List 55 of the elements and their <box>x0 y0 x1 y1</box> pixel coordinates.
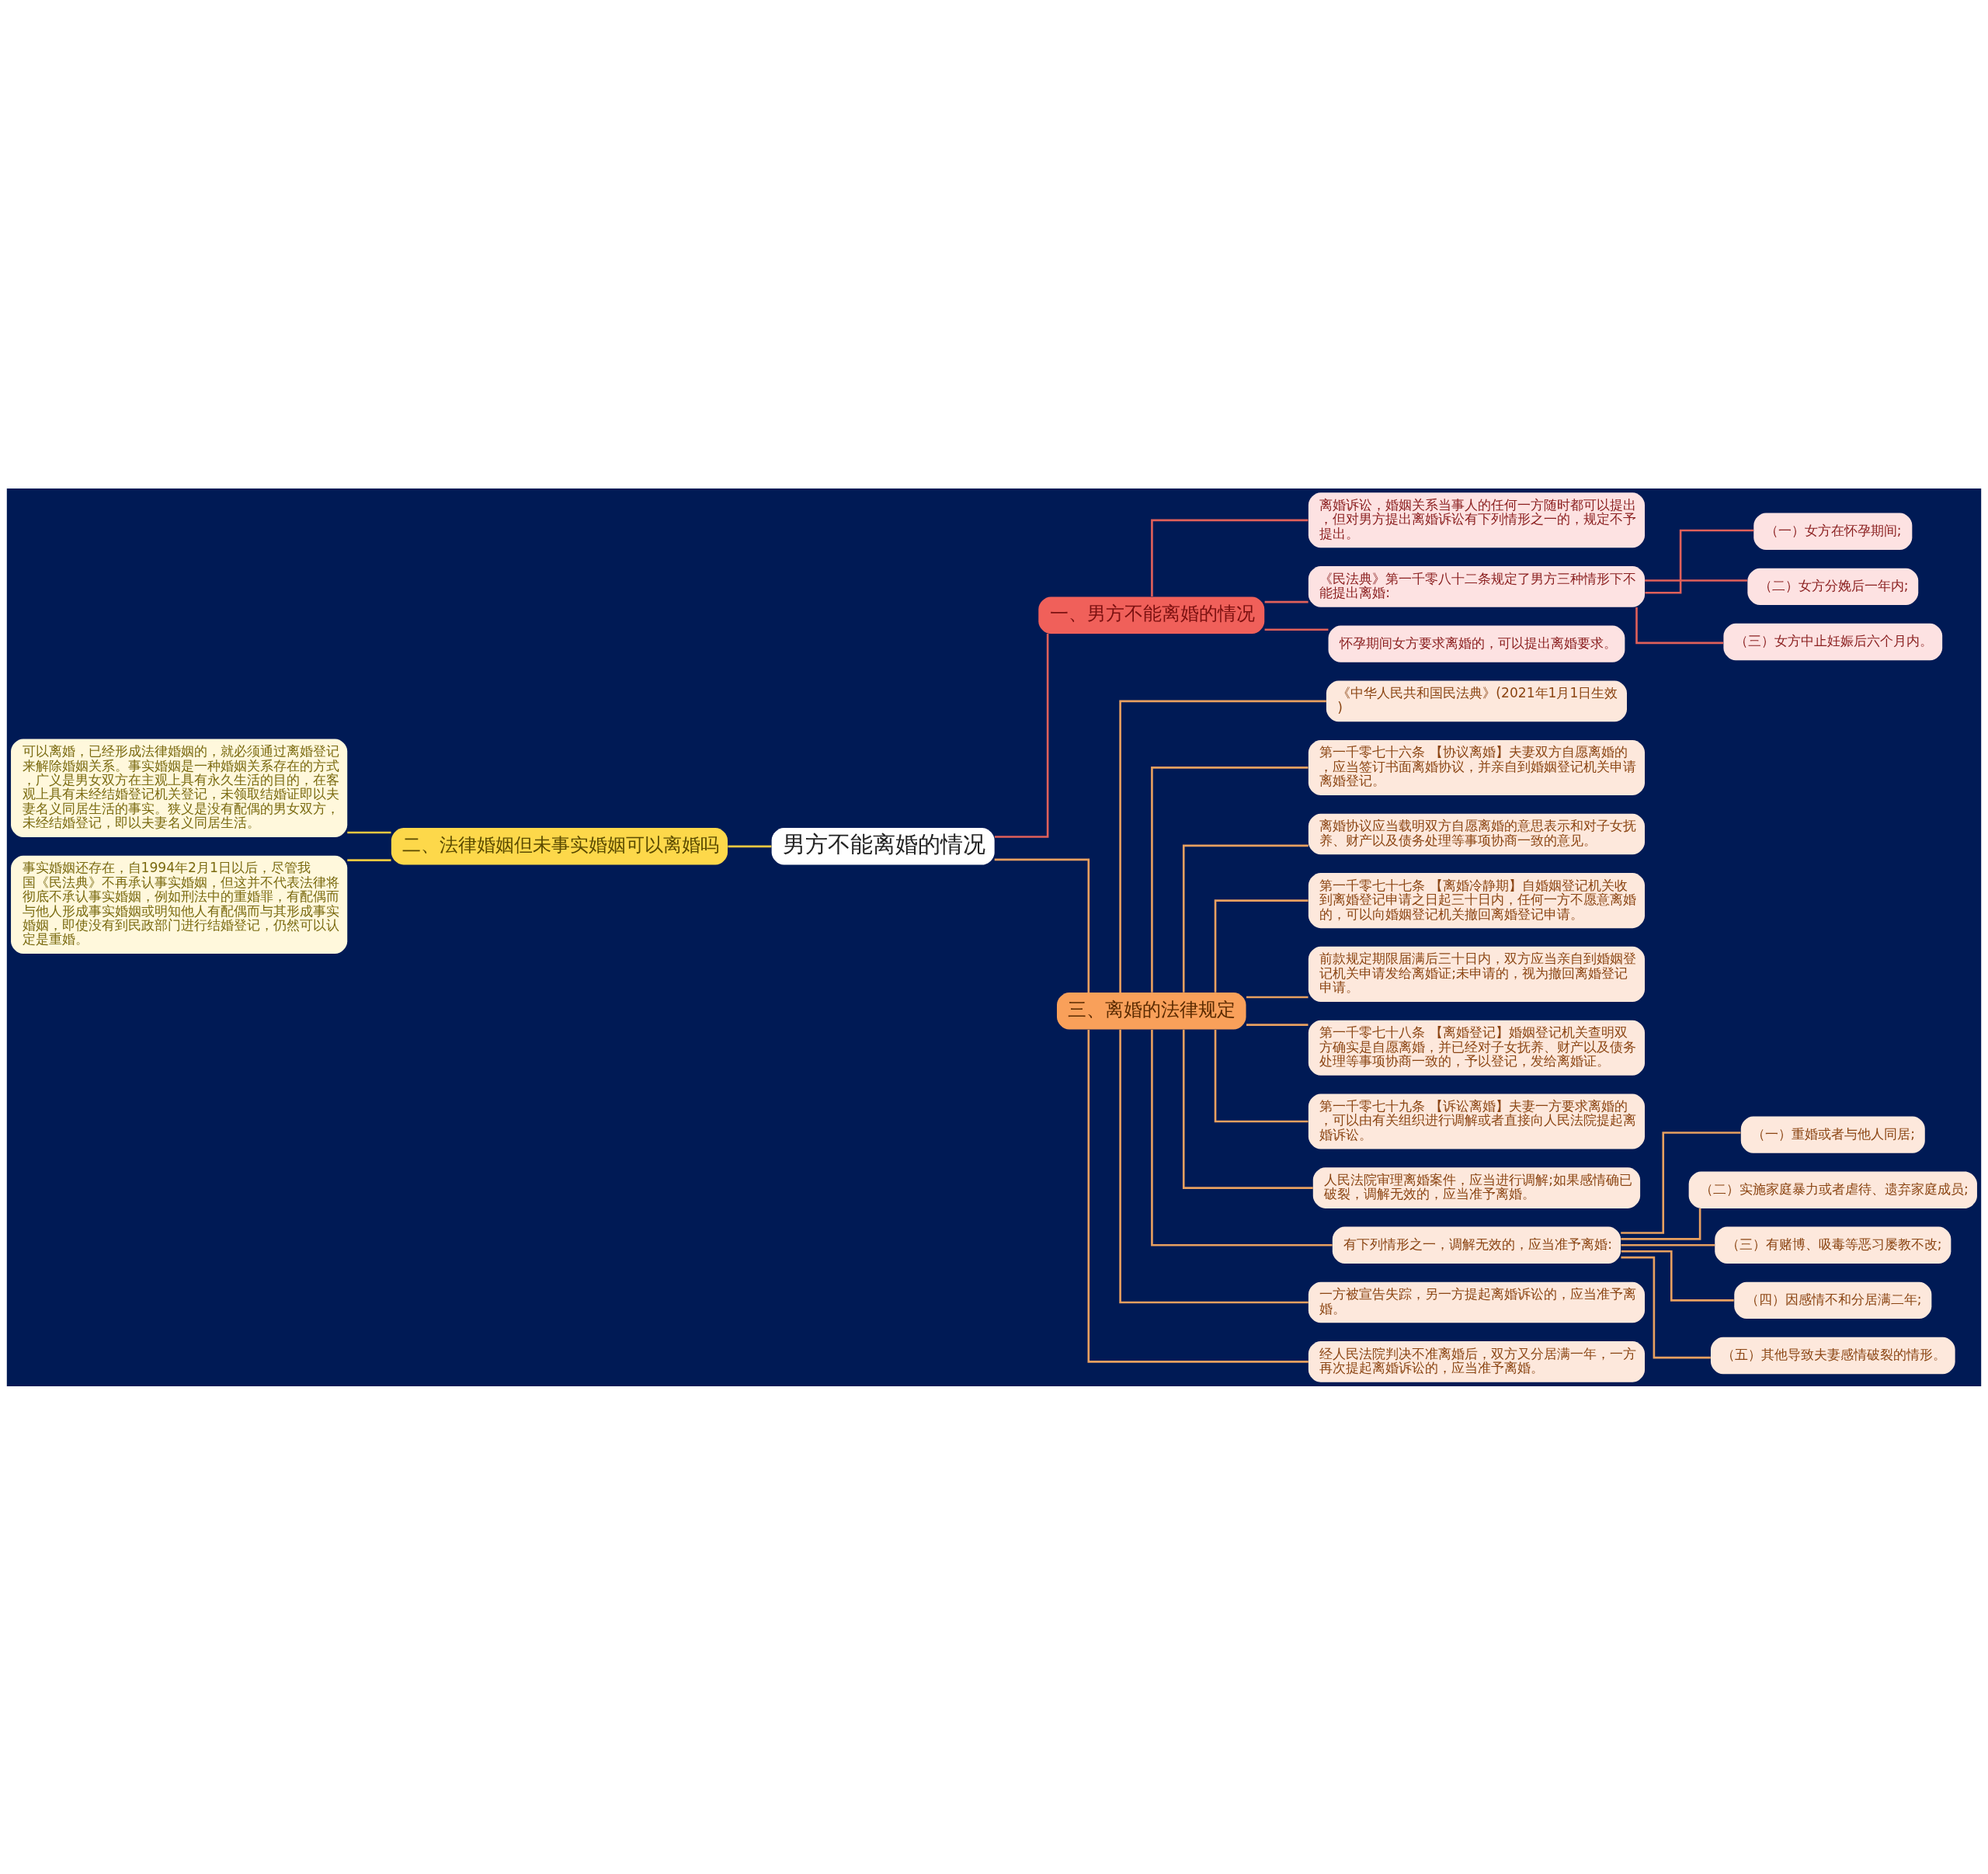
connector <box>994 633 1049 838</box>
node-box: （三）女方中止妊娠后六个月内。 <box>1723 623 1943 660</box>
node-box: （一）女方在怀孕期间; <box>1753 513 1913 550</box>
connector <box>1621 1243 1715 1246</box>
connector <box>1645 529 1754 594</box>
connector <box>1264 628 1329 631</box>
connector <box>1645 579 1747 582</box>
connector <box>1151 519 1309 596</box>
node-box: （二）实施家庭暴力或者虐待、遗弃家庭成员; <box>1688 1171 1977 1208</box>
connector <box>1621 1256 1711 1358</box>
node-box: 怀孕期间女方要求离婚的，可以提出离婚要求。 <box>1328 624 1625 662</box>
node-box: 可以离婚，已经形成法律婚姻的，就必须通过离婚登记来解除婚姻关系。事实婚姻是一种婚姻关系存在的方式，广义是男女双方在主观上具有永久生活的目的，在客观上具有未经结婚登记机关登记，未领取结婚证即以夫妻名义同居生活的事实。狭义是没有配偶的男女双方，未经结婚登记，即以夫妻名义同居生活。 <box>11 739 348 837</box>
connector <box>1264 600 1309 603</box>
node-box: 事实婚姻还存在，自1994年2月1日以后，尽管我国《民法典》不再承认事实婚姻，但这并不代表法律将彻底不承认事实婚姻，例如刑法中的重婚罪，有配偶而与他人形成事实婚姻或明知他人有配偶而与其形成事实婚姻，即使没有到民政部门进行结婚登记，仍然可以认定是重婚。 <box>11 855 348 954</box>
node-box: 离婚诉讼，婚姻关系当事人的任何一方随时都可以提出，但对男方提出离婚诉讼有下列情形之一的，规定不予提出。 <box>1308 492 1646 548</box>
connector <box>1151 766 1309 993</box>
node-box: 第一千零七十九条 【诉讼离婚】夫妻一方要求离婚的，可以由有关组织进行调解或者直接向人民法院提起离婚诉讼。 <box>1308 1093 1646 1149</box>
connector <box>1635 607 1724 644</box>
node-box: （五）其他导致夫妻感情破裂的情形。 <box>1710 1337 1955 1374</box>
connector <box>1182 844 1309 993</box>
node-box: 离婚协议应当载明双方自愿离婚的意思表示和对子女抚养、财产以及债务处理等事项协商一致的意见。 <box>1308 813 1646 854</box>
node-box: 男方不能离婚的情况 <box>771 827 995 864</box>
connector <box>728 845 772 847</box>
connector <box>1214 899 1309 993</box>
node-box: （四）因感情不和分居满二年; <box>1734 1281 1932 1319</box>
connector <box>347 858 391 861</box>
connector <box>1621 1250 1734 1302</box>
connector <box>1119 1029 1309 1303</box>
connector <box>1621 1208 1701 1240</box>
node-box: 第一千零七十七条 【离婚冷静期】自婚姻登记机关收到离婚登记申请之日起三十日内，任何一方不愿意离婚的，可以向婚姻登记机关撤回离婚登记申请。 <box>1308 872 1646 928</box>
node-box: 一、男方不能离婚的情况 <box>1038 596 1265 634</box>
node-box: （一）重婚或者与他人同居; <box>1740 1115 1925 1153</box>
node-box: 《中华人民共和国民法典》(2021年1月1日生效) <box>1326 680 1627 721</box>
connector <box>347 831 391 833</box>
node-box: 前款规定期限届满后三十日内，双方应当亲自到婚姻登记机关申请发给离婚证;未申请的，视为撤回离婚登记申请。 <box>1308 946 1646 1002</box>
node-box: 有下列情形之一，调解无效的，应当准予离婚: <box>1332 1226 1621 1264</box>
connector <box>1214 1029 1309 1122</box>
node-box: 第一千零七十六条 【协议离婚】夫妻双方自愿离婚的，应当签订书面离婚协议，并亲自到婚姻登记机关申请离婚登记。 <box>1308 739 1646 795</box>
connector <box>1151 1029 1333 1246</box>
node-box: （二）女方分娩后一年内; <box>1747 568 1919 605</box>
connector <box>1119 700 1326 993</box>
node-box: （三）有赌博、吸毒等恶习屡教不改; <box>1715 1226 1952 1264</box>
node-box: 一方被宣告失踪，另一方提起离婚诉讼的，应当准予离婚。 <box>1308 1281 1646 1323</box>
node-box: 二、法律婚姻但未事实婚姻可以离婚吗 <box>391 827 728 864</box>
connector <box>1087 1029 1309 1363</box>
connector <box>1621 1131 1741 1234</box>
connector <box>1246 996 1309 998</box>
connector <box>1182 1029 1313 1189</box>
node-box: 《民法典》第一千零八十二条规定了男方三种情形下不能提出离婚: <box>1308 565 1646 607</box>
connector <box>994 858 1090 993</box>
node-box: 三、离婚的法律规定 <box>1056 992 1246 1029</box>
connector <box>1246 1023 1309 1026</box>
node-box: 人民法院审理离婚案件，应当进行调解;如果感情确已破裂，调解无效的，应当准予离婚。 <box>1312 1166 1641 1208</box>
node-box: 经人民法院判决不准离婚后，双方又分居满一年，一方再次提起离婚诉讼的，应当准予离婚。 <box>1308 1340 1646 1382</box>
node-box: 第一千零七十八条 【离婚登记】婚姻登记机关查明双方确实是自愿离婚，并已经对子女抚养、财产以及债务处理等事项协商一致的，予以登记，发给离婚证。 <box>1308 1020 1646 1076</box>
